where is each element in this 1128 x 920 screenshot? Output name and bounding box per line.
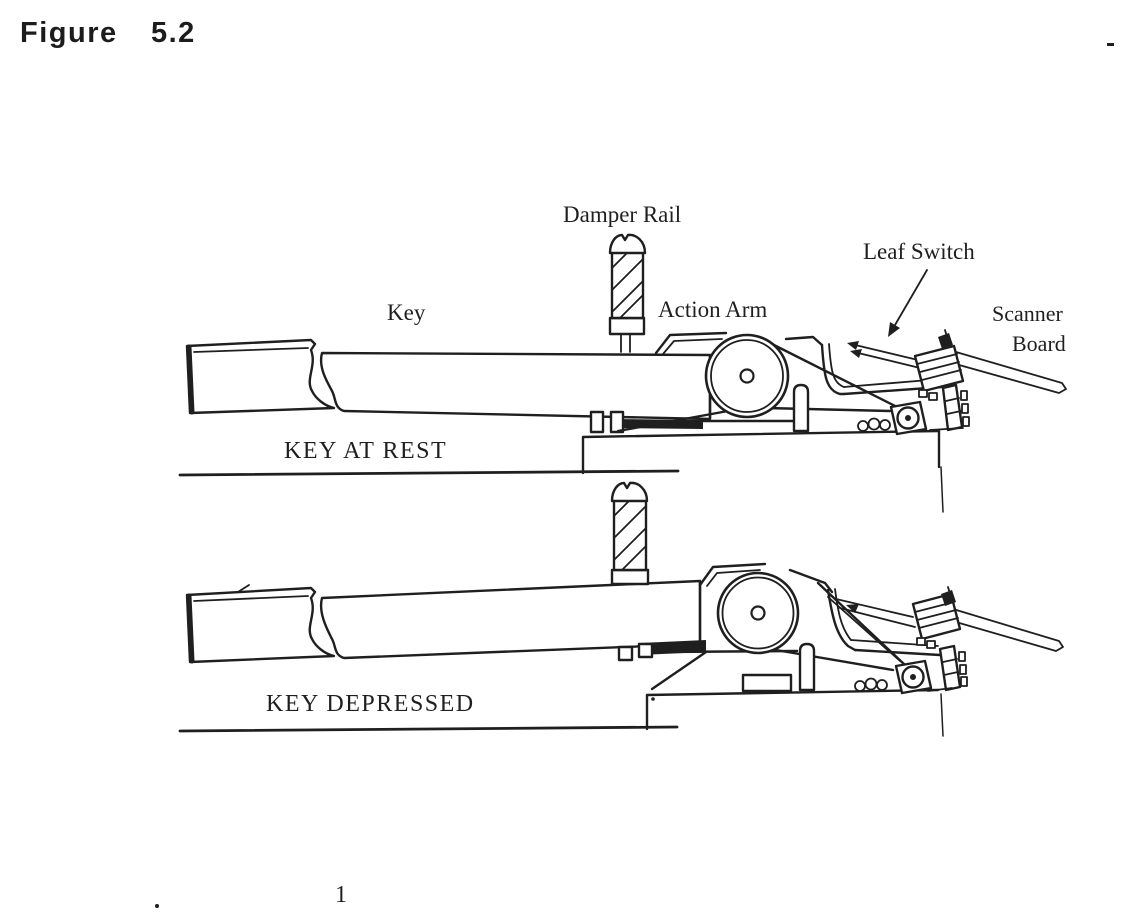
switch-block (911, 586, 962, 649)
damper-rail-label: Damper Rail (563, 202, 681, 227)
key-depressed-diagram: KEY DEPRESSED (178, 481, 1064, 737)
guide-post (798, 642, 816, 692)
contact-stack (929, 383, 970, 432)
switch-block (913, 329, 965, 401)
scanner-board (951, 351, 1067, 394)
key-rear-section (319, 351, 712, 421)
base-plate (645, 688, 944, 737)
scanner-board (948, 608, 1064, 652)
pivot-roller (889, 400, 928, 436)
key-rear-section (319, 579, 702, 660)
pivot-roller (894, 659, 933, 695)
contact-stack (927, 644, 968, 692)
scan-artifacts (155, 43, 1114, 908)
leaf-switch-label: Leaf Switch (863, 239, 975, 264)
ground-line (178, 469, 680, 477)
key-at-rest-caption: KEY AT REST (284, 438, 447, 464)
action-arm-label: Action Arm (658, 297, 767, 322)
action-arm (654, 331, 944, 413)
figure-title: Figure (20, 17, 118, 49)
leaf-switch-blades (847, 341, 921, 369)
actuator-wheel (704, 333, 790, 419)
key-frame (617, 580, 799, 693)
base-lugs (857, 417, 891, 432)
leaf-switch-arrow (888, 269, 928, 337)
actuator-wheel (716, 571, 800, 655)
key-label: Key (387, 300, 426, 325)
scanner-board-label-line1: Scanner (992, 301, 1064, 326)
damper-hatching (613, 499, 647, 571)
key-front-section (185, 338, 336, 415)
key-at-rest-diagram: Damper Rail Key Action Arm Leaf Switch S… (178, 202, 1067, 513)
figure-number: 5.2 (151, 17, 196, 49)
page-number: 1 (335, 882, 347, 908)
leaf-switch-blades (835, 598, 916, 628)
damper-rail (610, 481, 650, 586)
base-lugs (854, 677, 888, 692)
guide-post (792, 383, 810, 433)
base-plate (581, 429, 944, 513)
damper-hatching (611, 251, 644, 319)
key-depressed-caption: KEY DEPRESSED (266, 691, 475, 717)
damper-rail (608, 233, 647, 353)
scanner-board-label-line2: Board (1012, 331, 1066, 356)
key-front-section (185, 584, 336, 664)
ground-line (178, 725, 679, 733)
